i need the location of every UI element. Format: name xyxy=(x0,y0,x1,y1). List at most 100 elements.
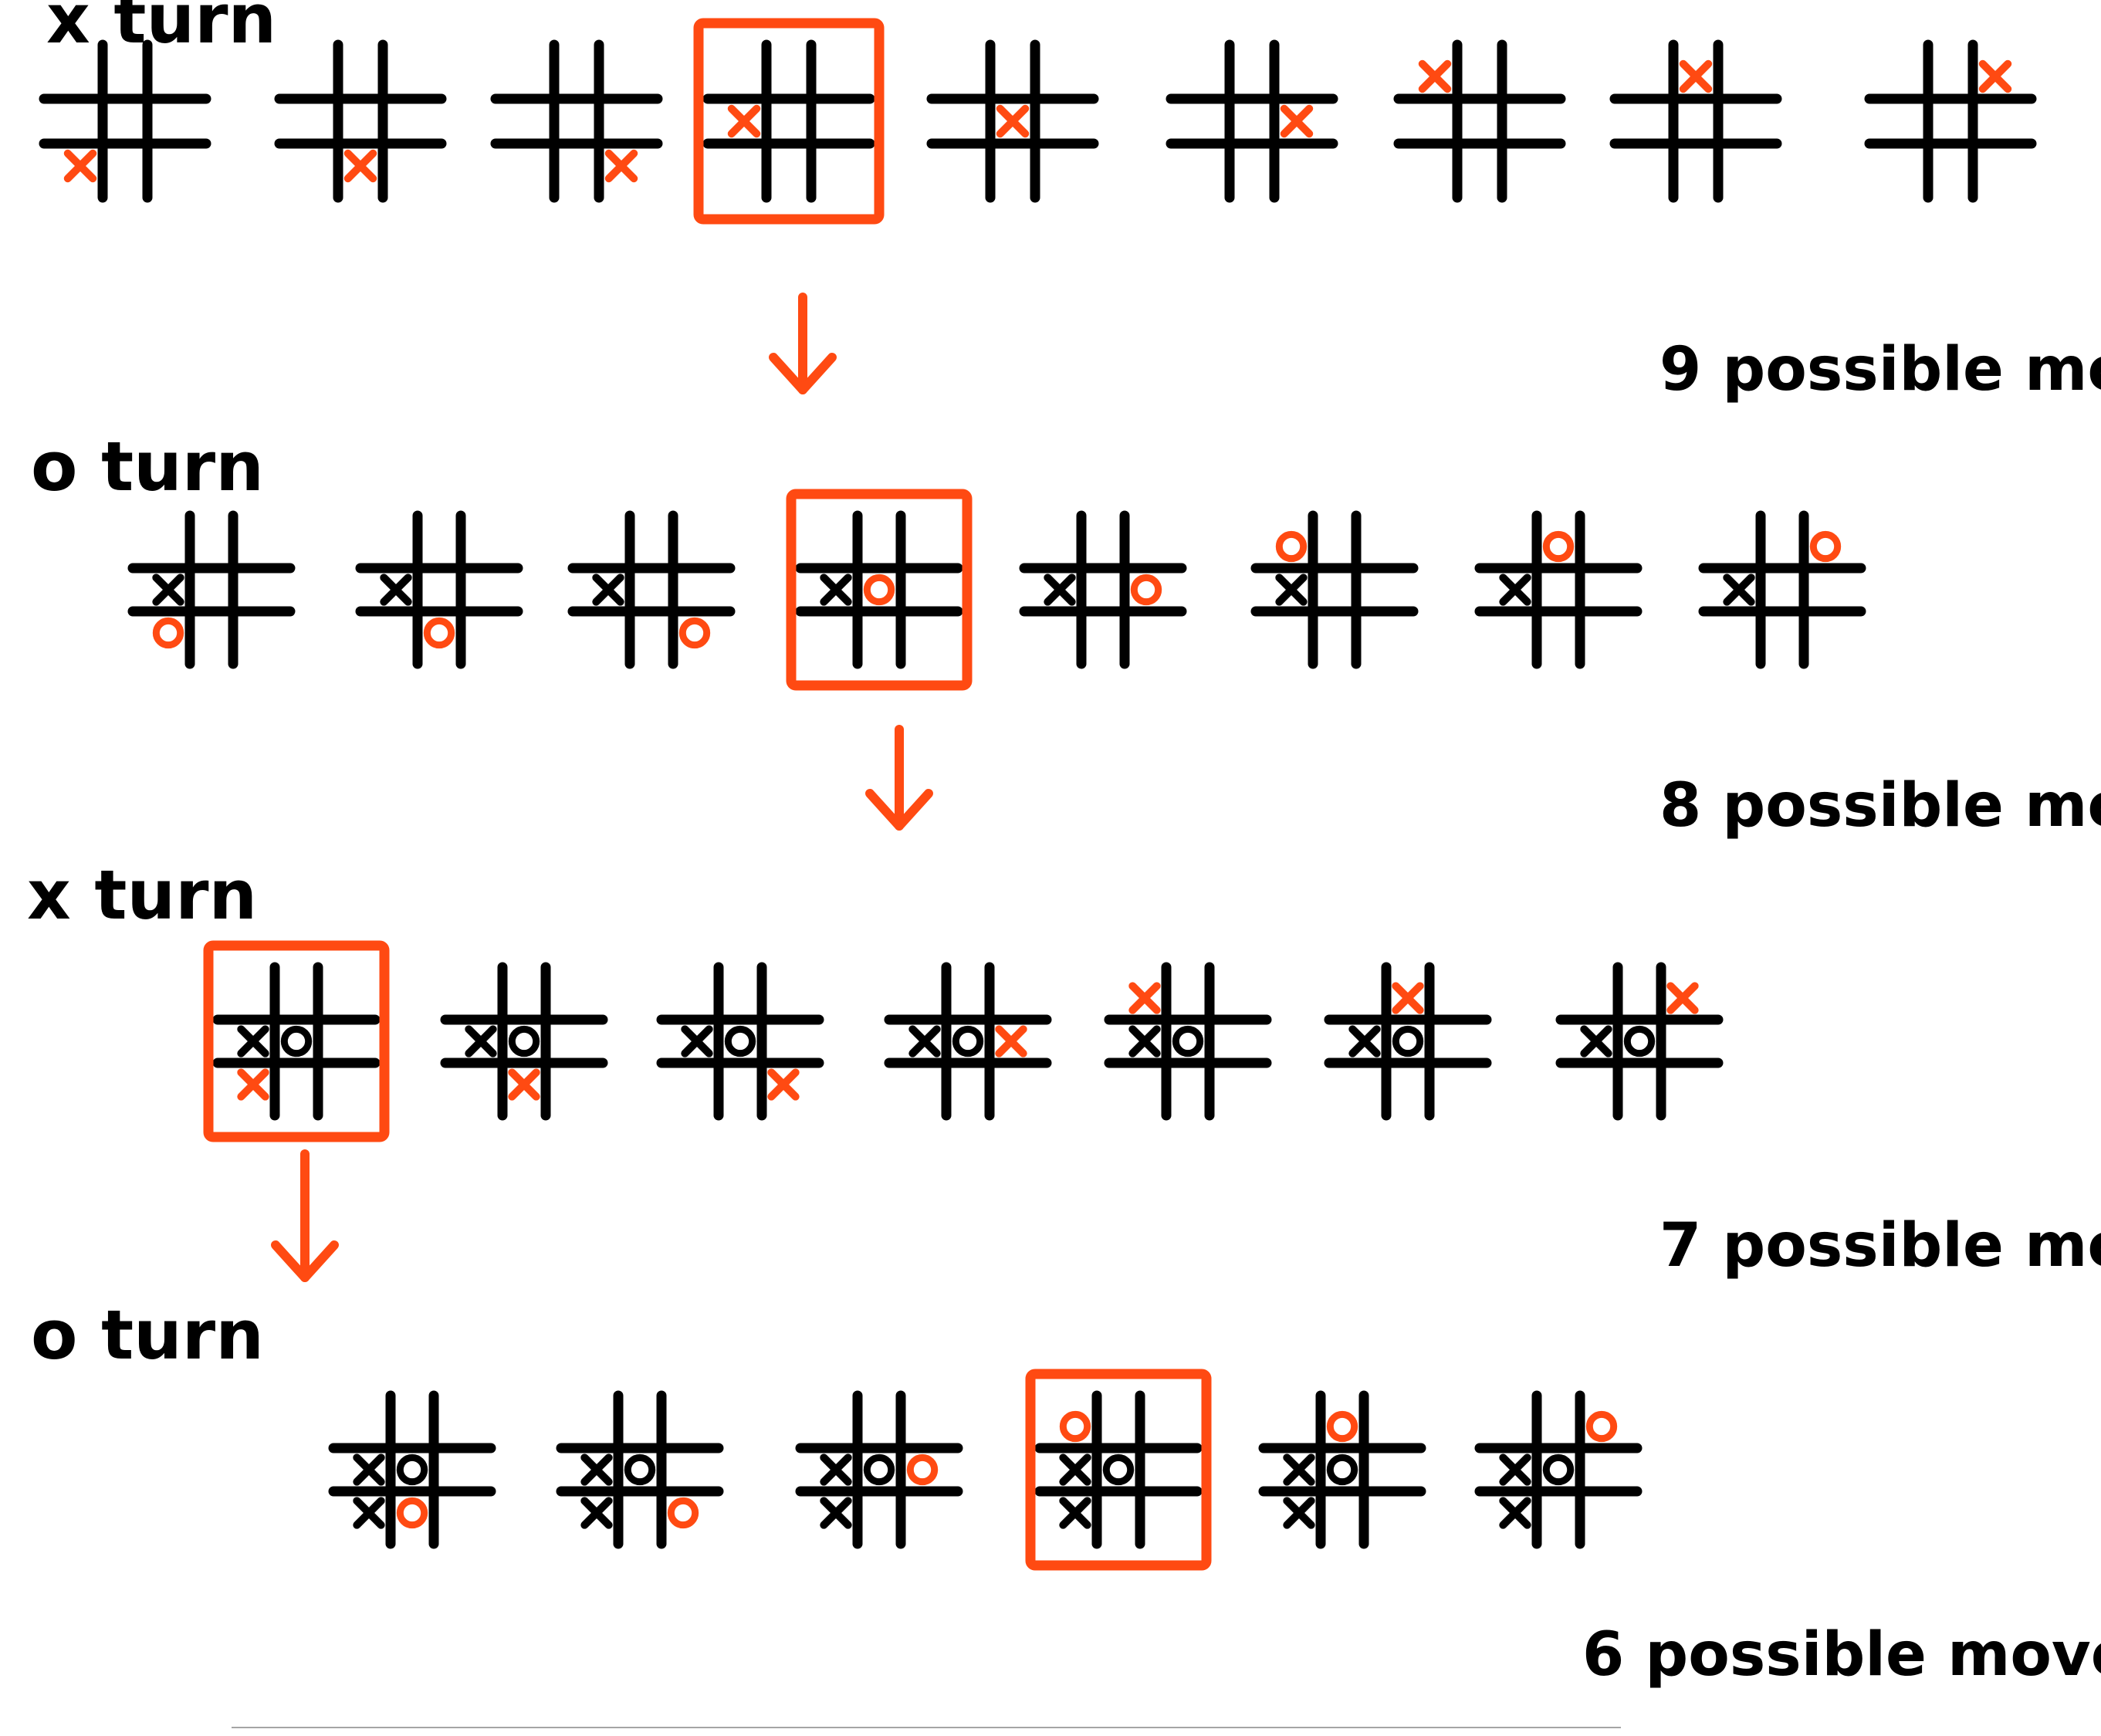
board xyxy=(556,1390,724,1549)
x-mark xyxy=(908,1025,941,1058)
board xyxy=(1258,1390,1426,1549)
new-o-mark xyxy=(1809,530,1842,563)
x-mark xyxy=(1348,1025,1381,1058)
arrow-head-icon xyxy=(769,353,837,394)
new-x-mark xyxy=(1679,59,1713,93)
board xyxy=(355,510,523,669)
turn-label-row-2: o turn xyxy=(31,427,264,506)
new-x-mark xyxy=(343,149,377,183)
new-o-mark xyxy=(1275,530,1308,563)
x-mark xyxy=(1580,1025,1612,1058)
board xyxy=(328,1390,496,1549)
board xyxy=(1698,510,1866,669)
board xyxy=(1864,39,2037,203)
board xyxy=(1609,39,1782,203)
x-mark xyxy=(1059,1453,1091,1486)
board xyxy=(1393,39,1566,203)
board xyxy=(1025,1369,1212,1571)
o-mark xyxy=(863,1453,895,1486)
board xyxy=(795,1390,963,1549)
board xyxy=(1019,510,1187,669)
new-x-mark xyxy=(727,104,761,138)
board xyxy=(127,510,296,669)
new-o-mark xyxy=(1130,574,1162,606)
x-mark xyxy=(1499,1497,1531,1529)
new-x-mark xyxy=(767,1068,800,1101)
move-count-row-4: 6 possible moves xyxy=(1582,1620,2101,1690)
board xyxy=(203,940,390,1142)
board xyxy=(693,18,885,225)
x-mark xyxy=(1128,1025,1161,1058)
x-mark xyxy=(820,1453,852,1486)
x-mark xyxy=(1499,1453,1531,1486)
x-mark xyxy=(152,574,184,606)
new-o-mark xyxy=(396,1497,428,1529)
o-mark xyxy=(1623,1025,1656,1058)
board xyxy=(926,39,1099,203)
selected-move-box xyxy=(1025,1369,1212,1571)
move-count-row-2: 8 possible moves xyxy=(1659,771,2101,841)
o-mark xyxy=(508,1025,540,1058)
x-mark xyxy=(1059,1497,1091,1529)
board xyxy=(1324,962,1492,1121)
board xyxy=(1474,1390,1643,1549)
board xyxy=(884,962,1052,1121)
o-mark xyxy=(724,1025,756,1058)
o-mark xyxy=(952,1025,984,1058)
arrow-head-icon xyxy=(865,789,933,831)
x-mark xyxy=(1275,574,1308,606)
new-x-mark xyxy=(1392,982,1424,1014)
board xyxy=(567,510,736,669)
o-mark xyxy=(1542,1453,1575,1486)
new-o-mark xyxy=(678,617,711,649)
selected-move-box xyxy=(203,940,390,1142)
o-mark xyxy=(1102,1453,1135,1486)
x-mark xyxy=(820,1497,852,1529)
x-mark xyxy=(1283,1453,1315,1486)
move-count-row-3: 7 possible moves xyxy=(1659,1211,2101,1281)
o-mark xyxy=(280,1025,313,1058)
board-layer xyxy=(39,18,2037,1571)
x-mark xyxy=(1044,574,1076,606)
new-o-mark xyxy=(1326,1410,1358,1443)
selected-move-box xyxy=(786,489,973,691)
board xyxy=(656,962,824,1121)
x-mark xyxy=(820,574,852,606)
o-mark xyxy=(1326,1453,1358,1486)
new-x-mark xyxy=(63,149,97,183)
x-mark xyxy=(592,574,624,606)
new-o-mark xyxy=(152,617,184,649)
new-o-mark xyxy=(1542,530,1575,563)
board xyxy=(1166,39,1338,203)
new-x-mark xyxy=(1418,59,1452,93)
new-o-mark xyxy=(1585,1410,1618,1443)
new-x-mark xyxy=(1978,59,2012,93)
arrow-head-icon xyxy=(271,1240,339,1282)
o-mark xyxy=(624,1453,656,1486)
o-mark xyxy=(1172,1025,1204,1058)
x-mark xyxy=(1283,1497,1315,1529)
new-x-mark xyxy=(1128,982,1161,1014)
board xyxy=(786,489,973,691)
o-mark xyxy=(1392,1025,1424,1058)
turn-label-row-3: x turn xyxy=(27,855,257,935)
new-x-mark xyxy=(508,1068,540,1101)
new-x-mark xyxy=(1280,104,1314,138)
new-x-mark xyxy=(995,1025,1027,1058)
x-mark xyxy=(353,1497,385,1529)
new-o-mark xyxy=(863,574,895,606)
new-x-mark xyxy=(237,1068,269,1101)
board xyxy=(39,39,211,203)
selected-move-box xyxy=(693,18,885,225)
x-mark xyxy=(1499,574,1531,606)
new-x-mark xyxy=(996,104,1030,138)
x-mark xyxy=(353,1453,385,1486)
new-x-mark xyxy=(1666,982,1699,1014)
new-o-mark xyxy=(423,617,455,649)
x-mark xyxy=(237,1025,269,1058)
x-mark xyxy=(1723,574,1755,606)
board xyxy=(490,39,663,203)
x-mark xyxy=(681,1025,713,1058)
